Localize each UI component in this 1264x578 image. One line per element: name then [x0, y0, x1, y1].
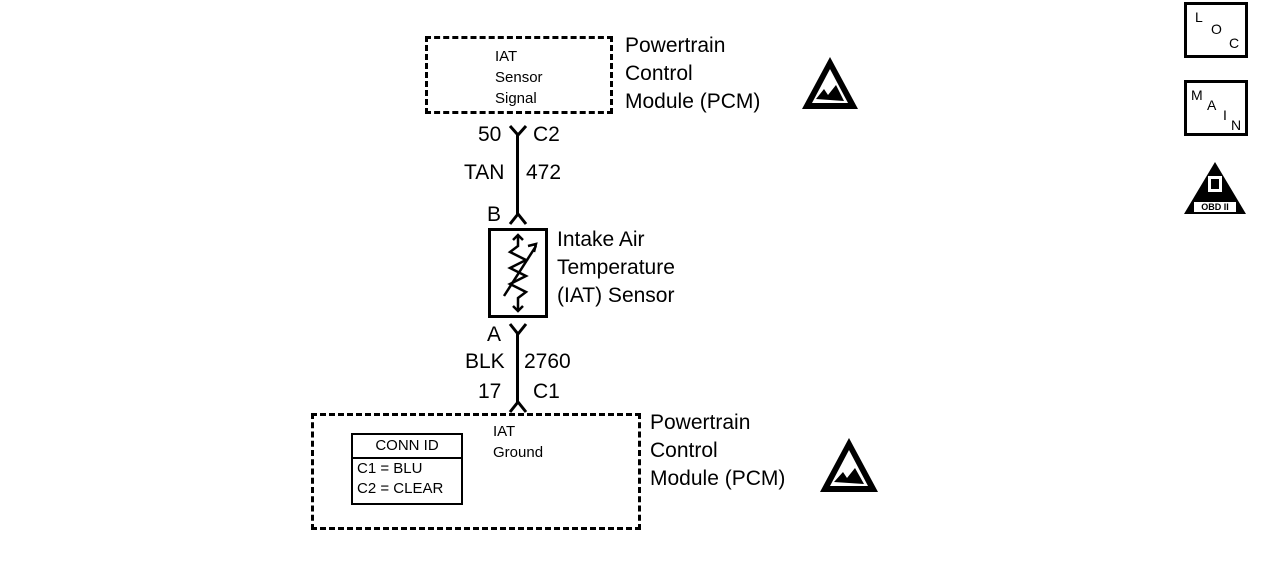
conn-id-row: C2 = CLEAR: [357, 480, 444, 497]
top-pcm-label: Powertrain Control Module (PCM): [625, 34, 761, 113]
iat-ground-label: IAT Ground: [493, 423, 544, 461]
conn-id-row: C1 = BLU: [357, 460, 423, 477]
sensor-top-terminal: [508, 211, 528, 225]
loc-letter-c: C: [1229, 35, 1240, 51]
loc-letter-l: L: [1195, 9, 1203, 25]
conn-id-title: CONN ID: [353, 435, 461, 459]
main-letter-a: A: [1207, 97, 1217, 113]
bottom-connector-id: C1: [533, 380, 560, 403]
bottom-pin-number: 17: [478, 380, 502, 403]
main-letter-m: M: [1191, 87, 1203, 103]
main-letter-i: I: [1223, 107, 1227, 123]
obd-ii-label: OBD II: [1201, 202, 1229, 212]
main-letter-n: N: [1231, 117, 1242, 133]
iat-sensor-body: [488, 228, 548, 318]
obd-ii-icon: [1184, 162, 1246, 214]
iat-sensor-label: Intake Air Temperature (IAT) Sensor: [557, 228, 675, 307]
bottom-pcm-label: Powertrain Control Module (PCM): [650, 411, 786, 490]
esd-warning-icon: [820, 438, 878, 492]
bottom-connector-symbol: [508, 399, 528, 413]
conn-id-table: CONN ID C1 = BLU C2 = CLEAR: [351, 433, 463, 505]
loc-letter-o: O: [1211, 21, 1222, 37]
bottom-pcm-box: [311, 413, 641, 530]
thermistor-symbol-icon: [502, 233, 538, 313]
top-wire: [516, 134, 519, 214]
esd-warning-icon: [802, 57, 858, 109]
loc-button[interactable]: L O C: [1184, 2, 1248, 58]
top-connector-id: C2: [533, 123, 560, 146]
bottom-wire-color: BLK: [465, 350, 505, 373]
bottom-wire: [516, 332, 519, 402]
sensor-pin-a: A: [487, 323, 502, 346]
iat-sensor-signal-label: IAT Sensor Signal: [495, 48, 543, 107]
top-wire-circuit: 472: [526, 161, 562, 184]
obd-ii-button[interactable]: OBD II: [1182, 160, 1248, 216]
sensor-pin-b: B: [487, 203, 502, 226]
main-button[interactable]: M A I N: [1184, 80, 1248, 136]
top-pin-number: 50: [478, 123, 502, 146]
top-pcm-box: [425, 36, 613, 114]
bottom-wire-circuit: 2760: [524, 350, 571, 373]
top-wire-color: TAN: [464, 161, 505, 184]
